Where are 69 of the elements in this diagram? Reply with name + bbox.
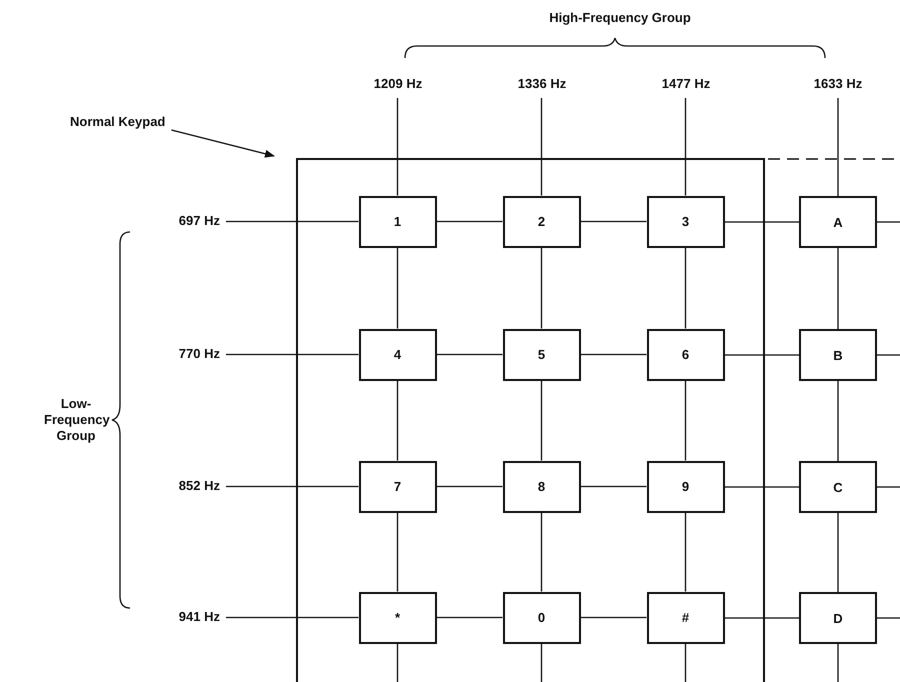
connector-line — [580, 616, 646, 618]
keypad-key: 1 — [358, 196, 436, 248]
keypad-key: 3 — [646, 196, 724, 248]
connector-line — [540, 380, 542, 460]
connector-line — [724, 486, 799, 488]
connector-line — [396, 98, 398, 196]
connector-line — [436, 354, 502, 356]
arrow — [171, 129, 275, 158]
connector-line — [540, 248, 542, 328]
connector-line — [226, 354, 358, 356]
connector-line — [684, 512, 686, 592]
connector-line — [436, 486, 502, 488]
connector-line — [684, 98, 686, 196]
keypad-key: 6 — [646, 328, 724, 380]
connector-line — [436, 616, 502, 618]
group-heading: High-Frequency Group — [548, 10, 692, 26]
keypad-frame — [296, 158, 765, 682]
keypad-key: 4 — [358, 328, 436, 380]
connector-line — [226, 486, 358, 488]
frequency-label: 1477 Hz — [660, 76, 712, 94]
connector-line — [580, 220, 646, 222]
frequency-label: 1336 Hz — [516, 76, 568, 94]
connector-line — [396, 512, 398, 592]
keypad-key: # — [646, 592, 724, 644]
connector-line — [684, 248, 686, 328]
group-heading: Low- Frequency Group — [44, 396, 108, 444]
connector-line — [724, 354, 799, 356]
keypad-key: 7 — [358, 460, 436, 512]
keypad-key: B — [799, 329, 877, 381]
keypad-key: 2 — [502, 196, 580, 248]
connector-line — [837, 513, 839, 592]
connector-line — [877, 354, 900, 356]
connector-line — [580, 486, 646, 488]
connector-line — [396, 644, 398, 682]
connector-line — [837, 248, 839, 329]
frequency-label: 1633 Hz — [812, 76, 864, 94]
keypad-key: D — [799, 592, 877, 644]
keypad-key: 5 — [502, 328, 580, 380]
connector-line — [540, 512, 542, 592]
connector-line — [724, 221, 799, 223]
connector-line — [877, 617, 900, 619]
frequency-label: 941 Hz — [176, 609, 220, 627]
connector-line — [226, 616, 358, 618]
frequency-label: 852 Hz — [176, 478, 220, 496]
connector-line — [837, 98, 839, 196]
keypad-key: 0 — [502, 592, 580, 644]
connector-line — [877, 221, 900, 223]
connector-line — [724, 617, 799, 619]
keypad-key: * — [358, 592, 436, 644]
connector-line — [396, 248, 398, 328]
connector-line — [396, 380, 398, 460]
keypad-key: A — [799, 196, 877, 248]
connector-line — [540, 98, 542, 196]
connector-line — [837, 381, 839, 461]
callout-label: Normal Keypad — [70, 114, 168, 132]
frequency-label: 770 Hz — [176, 346, 220, 364]
connector-line — [684, 380, 686, 460]
keypad-key: C — [799, 461, 877, 513]
connector-line — [580, 354, 646, 356]
keypad-key: 9 — [646, 460, 724, 512]
connector-line — [436, 220, 502, 222]
frequency-label: 697 Hz — [176, 213, 220, 231]
keypad-key: 8 — [502, 460, 580, 512]
connector-line — [684, 644, 686, 682]
connector-line — [226, 220, 358, 222]
frequency-label: 1209 Hz — [372, 76, 424, 94]
connector-line — [877, 486, 900, 488]
connector-line — [540, 644, 542, 682]
connector-line — [837, 644, 839, 682]
